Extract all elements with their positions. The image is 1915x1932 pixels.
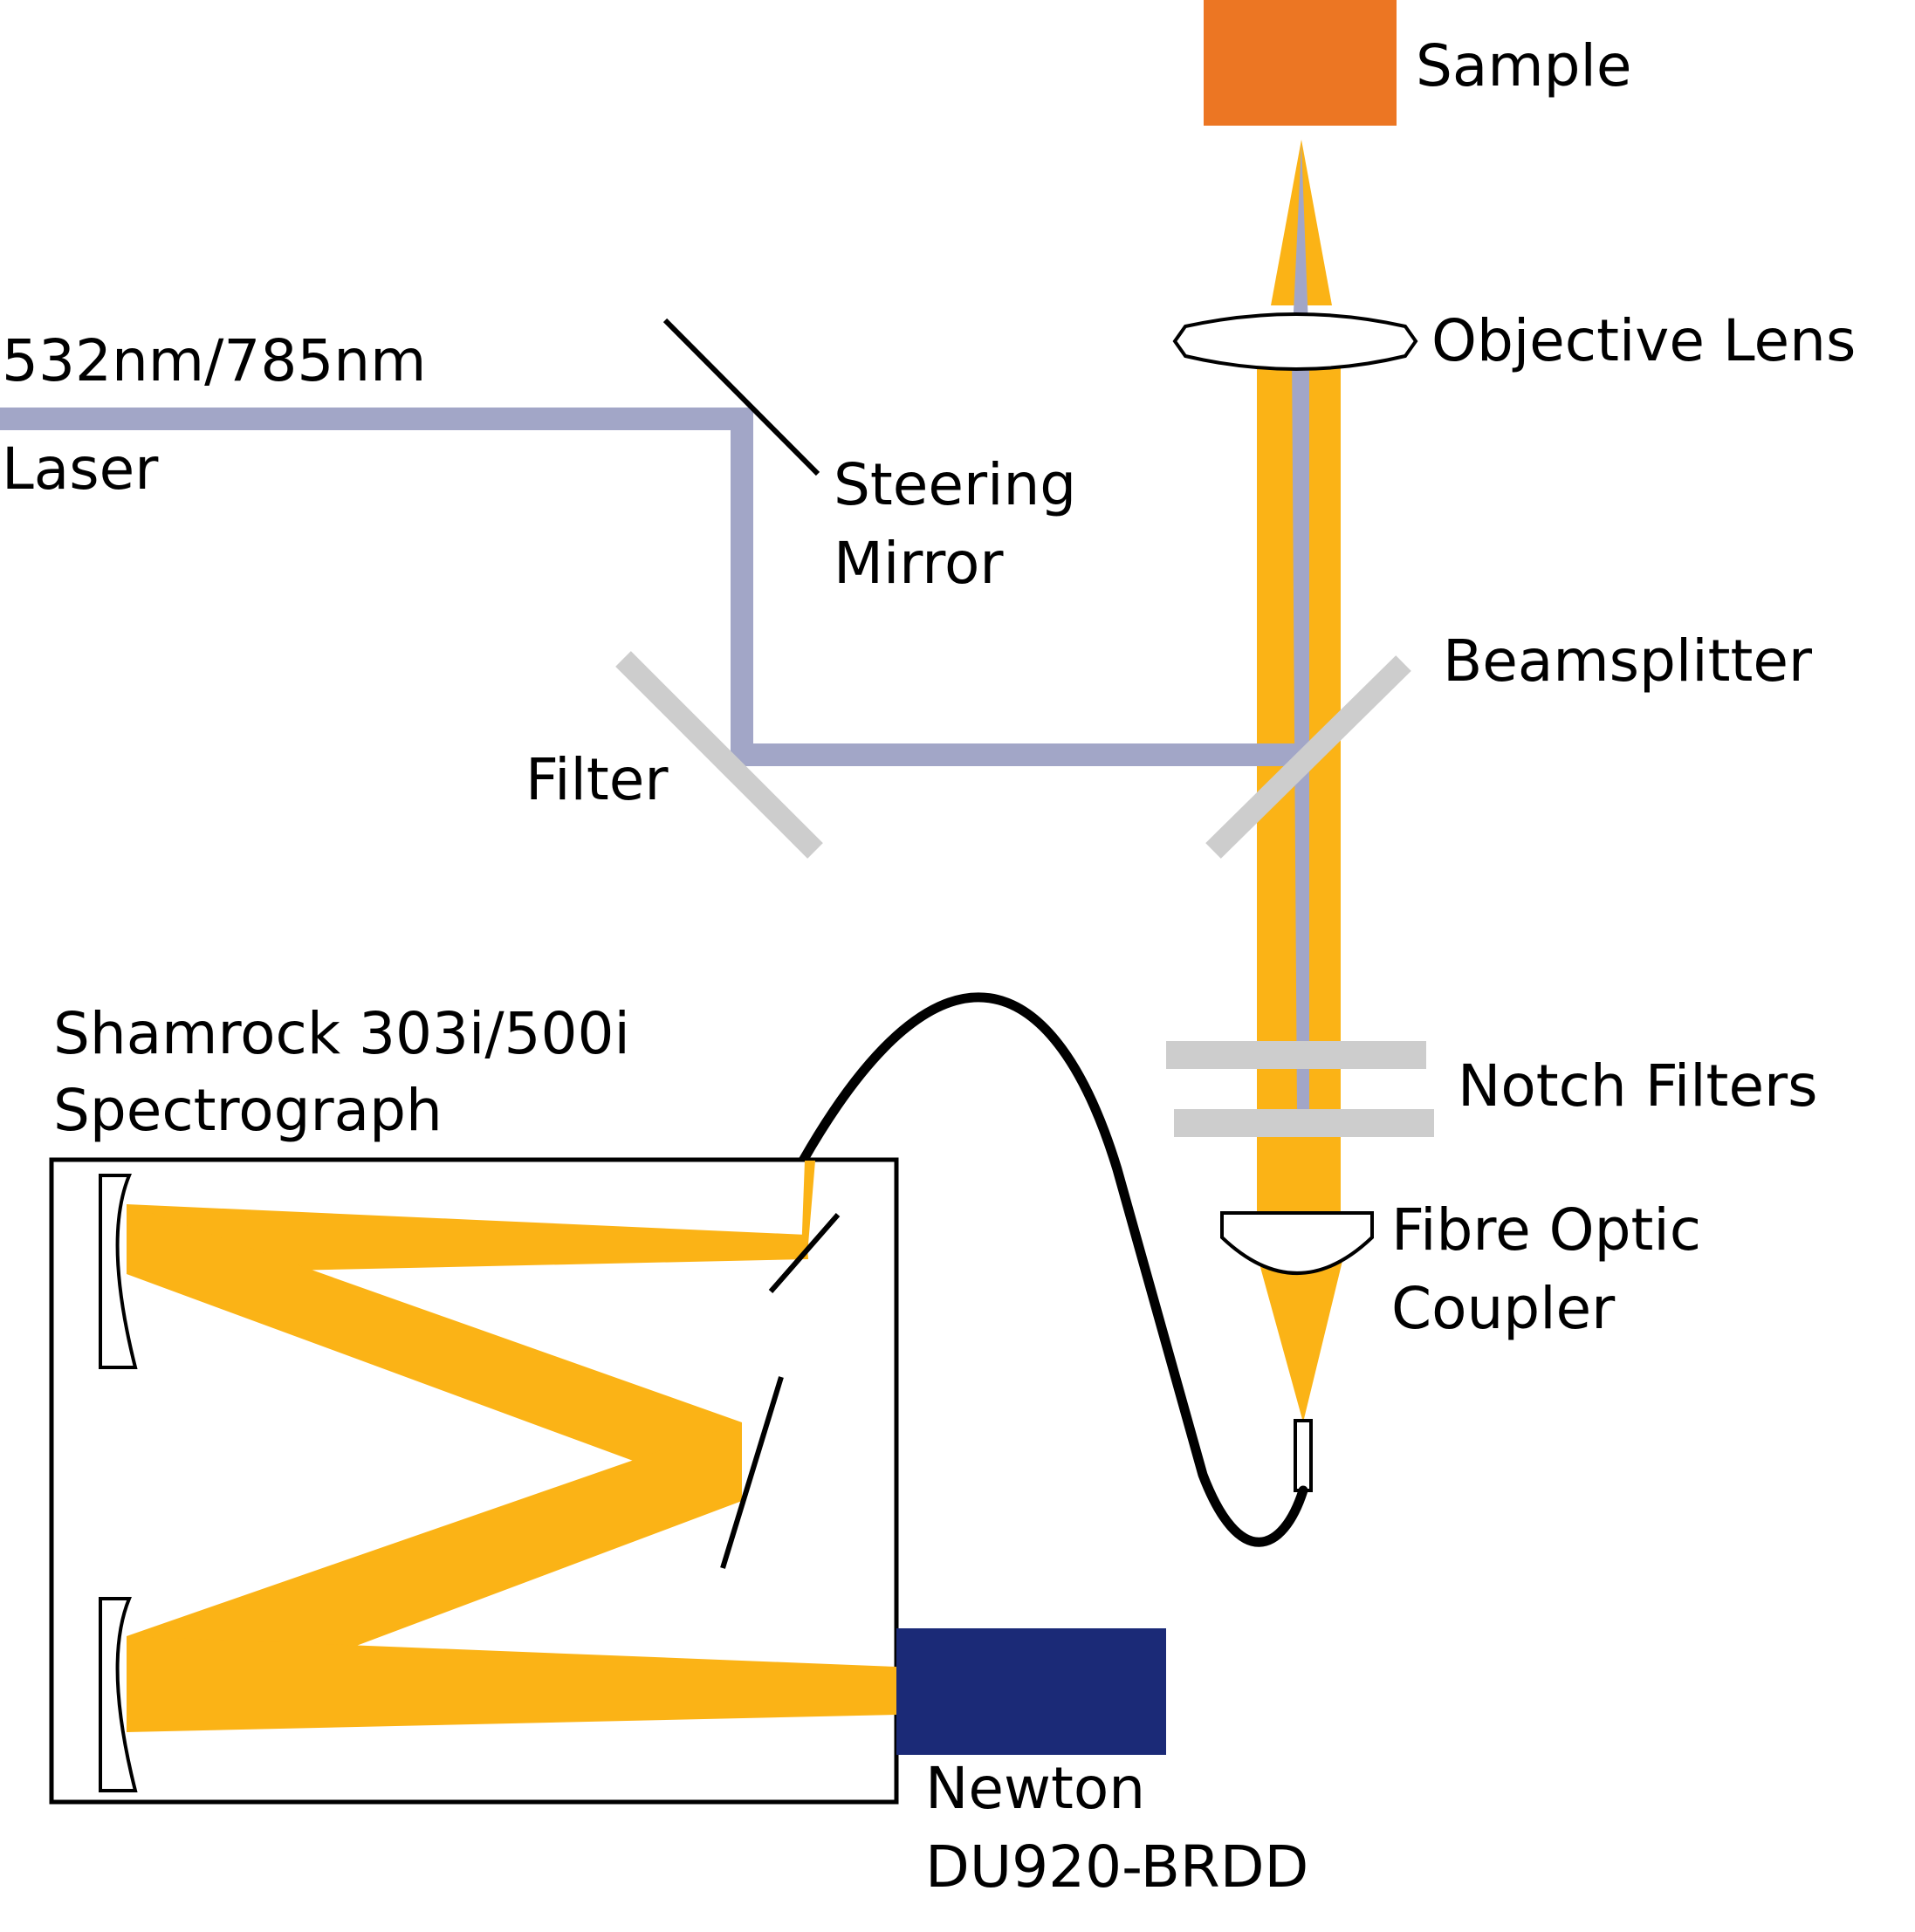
spectro-focusing-mirror — [99, 1597, 138, 1792]
spectro-beam-4 — [127, 1636, 896, 1732]
notch-filter-2 — [1174, 1109, 1434, 1137]
fibre-coupler-label-line1: Fibre Optic — [1391, 1196, 1701, 1264]
steering-mirror — [662, 318, 820, 476]
laser-filter — [615, 651, 823, 859]
filter-label: Filter — [525, 746, 669, 813]
fibre-coupler-lens — [1220, 1211, 1374, 1275]
beamsplitter — [1205, 655, 1411, 859]
spectro-grating — [720, 1376, 784, 1569]
objective-lens — [1172, 312, 1418, 371]
fibre-coupler-label-line2: Coupler — [1391, 1275, 1616, 1342]
laser-label-line1: 532nm/785nm — [2, 327, 426, 394]
laser-beam-vertical — [1292, 144, 1309, 1113]
spectro-beam-1 — [127, 1204, 808, 1274]
spectro-collimating-mirror — [99, 1174, 138, 1369]
objective-lens-label: Objective Lens — [1431, 307, 1856, 374]
spectrograph-label-line1: Shamrock 303i/500i — [53, 1000, 630, 1067]
newton-camera — [896, 1628, 1166, 1755]
spectrograph-label-line2: Spectrograph — [53, 1077, 443, 1144]
camera-label-line1: Newton — [925, 1755, 1145, 1822]
notch-filter-1 — [1166, 1041, 1426, 1069]
fibre-optic-cable — [798, 992, 1308, 1547]
steering-mirror-label-line2: Mirror — [834, 530, 1004, 597]
beamsplitter-label: Beamsplitter — [1443, 627, 1813, 695]
sample-block — [1204, 0, 1397, 126]
steering-mirror-label-line1: Steering — [834, 451, 1076, 518]
laser-beam-path — [0, 408, 1296, 766]
fibre-tip — [1294, 1419, 1313, 1492]
spectro-beam-input — [801, 1161, 815, 1255]
laser-label-line2: Laser — [2, 435, 159, 503]
camera-label-line2: DU920-BRDD — [925, 1833, 1308, 1901]
sample-label: Sample — [1416, 32, 1631, 99]
notch-filters-label: Notch Filters — [1458, 1052, 1818, 1120]
spectro-entrance-mirror — [768, 1213, 841, 1293]
signal-cone-bottom — [1259, 1261, 1342, 1422]
spectro-beam-2 — [127, 1204, 742, 1501]
